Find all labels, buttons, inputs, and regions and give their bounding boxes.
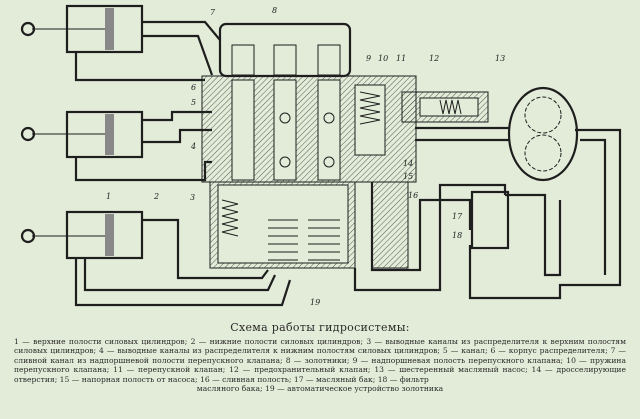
callout-5: 5 xyxy=(191,98,196,107)
callout-13: 13 xyxy=(495,54,505,63)
callout-6: 6 xyxy=(191,83,196,92)
callout-4: 4 xyxy=(190,142,196,151)
callout-2: 2 xyxy=(153,192,159,201)
callout-18: 18 xyxy=(452,231,462,240)
callout-10: 10 xyxy=(378,54,388,63)
distributor-lower-housing xyxy=(209,181,409,269)
callout-11: 11 xyxy=(396,54,406,63)
callout-9: 9 xyxy=(366,54,371,63)
callout-8: 8 xyxy=(272,6,277,15)
power-cylinder-middle xyxy=(20,110,144,159)
callout-17: 17 xyxy=(452,212,463,221)
pipelines xyxy=(74,20,622,307)
distributor-cover xyxy=(218,22,352,78)
hydraulic-system-diagram: 1 2 3 4 5 6 7 8 9 10 11 12 13 14 15 16 1… xyxy=(20,4,622,307)
distributor-body xyxy=(201,75,417,183)
legend-text: 1 — верхние полости силовых цилиндров; 2… xyxy=(14,337,626,384)
safety-valve xyxy=(401,91,489,123)
callout-7: 7 xyxy=(210,8,216,17)
callout-15: 15 xyxy=(403,172,413,181)
callout-16: 16 xyxy=(408,191,418,200)
callout-12: 12 xyxy=(429,54,439,63)
callout-1: 1 xyxy=(106,192,111,201)
oil-tank xyxy=(470,190,510,250)
power-cylinder-top xyxy=(20,4,144,54)
caption-legend: 1 — верхние полости силовых цилиндров; 2… xyxy=(14,337,626,393)
callout-14: 14 xyxy=(403,159,413,168)
gear-pump xyxy=(507,86,579,182)
callout-labels: 1 2 3 4 5 6 7 8 9 10 11 12 13 14 15 16 1… xyxy=(106,6,505,307)
callout-3: 3 xyxy=(190,193,195,202)
legend-text-last: масляного бака; 19 — автоматическое устр… xyxy=(196,384,444,394)
callout-19: 19 xyxy=(310,298,320,307)
caption-title: Схема работы гидросистемы: xyxy=(230,321,410,334)
power-cylinder-bottom xyxy=(20,210,144,260)
